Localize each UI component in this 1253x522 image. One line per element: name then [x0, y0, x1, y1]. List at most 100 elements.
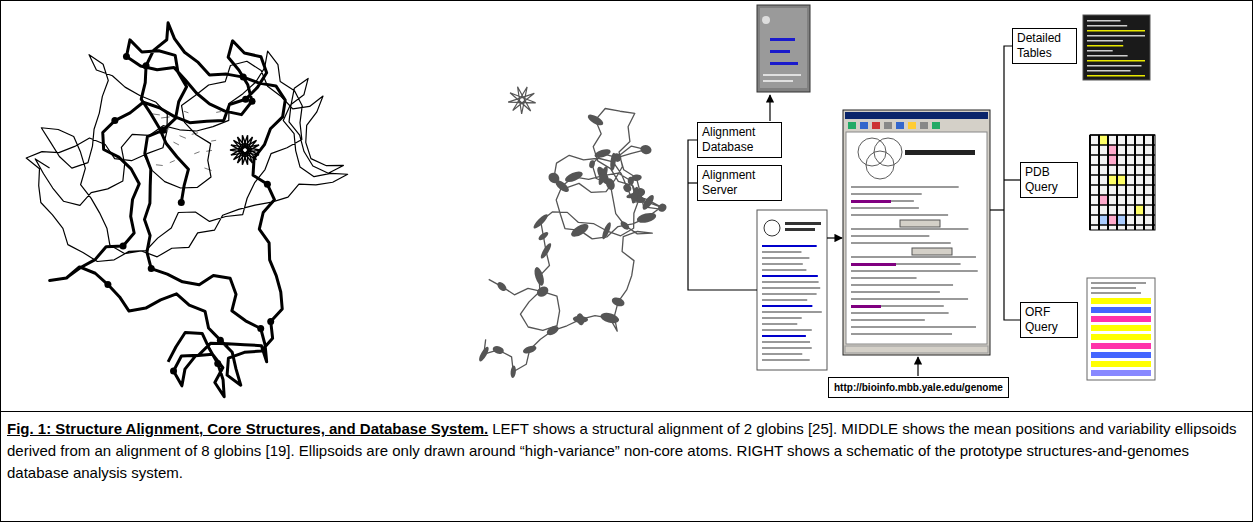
screen-detail [762, 305, 812, 307]
screen-detail [1099, 135, 1108, 145]
screen-detail [770, 38, 795, 41]
dash-mark [170, 161, 175, 163]
dash-mark [184, 111, 188, 113]
screen-detail [851, 200, 914, 202]
variability-ellipsoid [656, 202, 668, 213]
screen-detail [1117, 215, 1126, 225]
variability-ellipsoid [586, 112, 605, 127]
screen-detail [762, 287, 820, 289]
screen-detail [1087, 50, 1113, 52]
atom-dot [267, 318, 274, 325]
variability-ellipsoid [619, 220, 631, 231]
variability-ellipsoid [492, 345, 505, 355]
screen-detail [1117, 215, 1126, 225]
box-label: PDB Query [1025, 165, 1073, 195]
screen-detail [1108, 145, 1117, 155]
arrow-line [917, 357, 918, 376]
screen-detail [762, 245, 817, 247]
screen-detail [872, 122, 880, 129]
screen-detail [851, 305, 881, 308]
screen-detail [1108, 175, 1117, 185]
atom-dot [242, 96, 249, 103]
screen-detail [763, 74, 801, 76]
variability-ellipsoid [639, 144, 652, 156]
atom-dot [170, 368, 177, 375]
screen-detail [851, 305, 944, 307]
venn-circle [866, 151, 894, 179]
bracket-line [1004, 46, 1020, 320]
variability-ellipsoid [604, 177, 616, 191]
atom-dot [249, 98, 256, 105]
screen-detail [1099, 195, 1108, 205]
variability-ellipsoid [609, 152, 616, 171]
helix-end [230, 135, 259, 165]
screen-detail [1087, 40, 1123, 42]
screen-detail [762, 251, 801, 253]
atom-dot [148, 265, 155, 272]
arrow-line [769, 95, 770, 121]
screen-detail [1087, 20, 1120, 22]
variability-ellipsoid [636, 211, 657, 224]
pdb-screenshot [1090, 135, 1155, 230]
helix-end [231, 135, 260, 165]
variability-ellipsoid [564, 169, 585, 184]
box-label: Detailed Tables [1017, 31, 1072, 61]
figure-title: Fig. 1: Structure Alignment, Core Struct… [7, 420, 488, 437]
screen-detail [762, 257, 809, 259]
grid-line [1090, 204, 1155, 206]
atom-dot [143, 62, 150, 69]
screen-detail [860, 122, 868, 129]
atom-dot [214, 360, 221, 367]
screen-detail [1091, 298, 1151, 304]
box-label: ORF Query [1025, 305, 1073, 335]
screen-detail [762, 299, 807, 301]
screen-detail [1117, 175, 1126, 185]
screen-detail [762, 329, 812, 331]
screen-detail [846, 132, 987, 344]
variability-ellipsoid [537, 230, 549, 241]
screen-detail [762, 323, 797, 325]
screen-detail [762, 359, 810, 361]
screen-detail [762, 293, 817, 295]
bracket-line [688, 140, 757, 290]
screen-detail [1087, 60, 1145, 62]
bracket-tick [1004, 179, 1020, 180]
atom-dot [240, 74, 247, 81]
screen-detail [1091, 352, 1151, 358]
url-box: http://bioinfo.mbb.yale.edu/genome [828, 377, 1009, 398]
screenshot-frame [843, 110, 990, 355]
screen-detail [1087, 35, 1145, 37]
screen-detail [1091, 325, 1151, 331]
grid-line [1090, 224, 1155, 226]
screen-detail [851, 333, 952, 335]
screen-detail [762, 275, 818, 277]
screen-detail [884, 122, 892, 129]
screen-detail [762, 347, 812, 349]
globin-alignment [26, 23, 347, 397]
box-label: Alignment Server [702, 168, 777, 198]
screen-detail [1099, 215, 1108, 225]
screen-detail [1091, 370, 1151, 376]
screen-detail [900, 220, 940, 227]
screen-detail [760, 8, 807, 88]
screenshot-frame [757, 210, 827, 370]
bracket-line [990, 209, 1004, 210]
arrow-line [827, 237, 842, 238]
screen-detail [764, 220, 780, 236]
grid-line [1090, 184, 1155, 186]
screen-detail [851, 242, 951, 244]
thick-trace [50, 23, 286, 397]
screen-detail [762, 281, 819, 283]
screen-detail [912, 248, 952, 255]
variability-ellipsoid [628, 177, 634, 185]
variability-ellipsoid [532, 212, 550, 230]
box-label: Alignment Database [702, 125, 777, 155]
screen-detail [851, 277, 917, 279]
variability-ellipsoid [535, 284, 550, 299]
screen-detail [851, 284, 953, 286]
screen-detail [762, 16, 770, 24]
screenshot-frame [757, 5, 810, 92]
atom-dot [104, 281, 111, 288]
screen-detail [908, 122, 916, 129]
label-box: Alignment Server [697, 165, 782, 201]
